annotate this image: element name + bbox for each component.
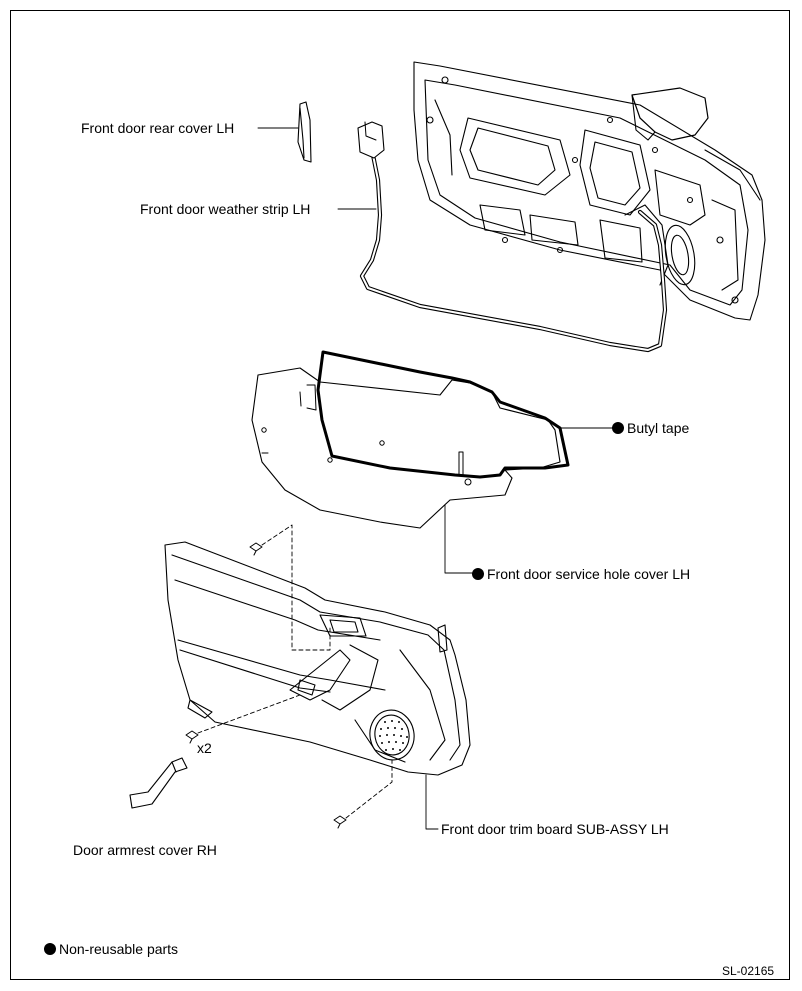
label-armrest-cover: Door armrest cover RH [73,842,217,858]
service-hole-cover-part [251,350,570,529]
rear-cover-part [297,101,312,163]
figure-code: SL-02165 [722,964,775,978]
non-reusable-bullet-icon [44,943,56,955]
label-clip-quantity: x2 [197,740,212,756]
leader-lines [257,127,613,830]
legend-non-reusable: Non-reusable parts [44,941,178,957]
speaker-grille-dots [379,720,408,751]
armrest-cover-part [129,757,188,809]
label-butyl-tape: Butyl tape [612,420,689,436]
non-reusable-bullet-icon [612,422,624,434]
door-shell [413,61,766,321]
label-service-hole-cover: Front door service hole cover LH [472,566,690,582]
non-reusable-bullet-icon [472,568,484,580]
clips [185,542,347,829]
label-rear-cover: Front door rear cover LH [81,120,235,136]
label-trim-board: Front door trim board SUB-ASSY LH [441,821,669,837]
diagram-frame [10,10,790,980]
assembly-lines [197,524,393,819]
label-weather-strip: Front door weather strip LH [140,201,311,217]
weather-strip [357,121,668,353]
